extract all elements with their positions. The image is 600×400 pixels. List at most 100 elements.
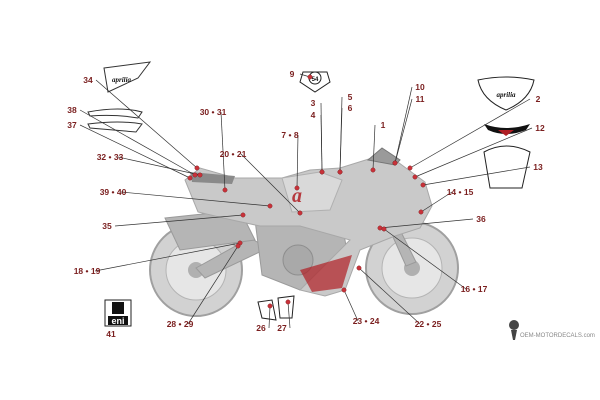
watermark-text: OEM-MOTORDECALS.com [520,333,595,339]
callout-label-c37: 37 [67,120,77,130]
callout-label-c13: 13 [533,162,543,172]
callout-label-c1: 1 [381,120,386,130]
callout-dot-c27 [285,299,291,305]
decal-38-stripe [87,108,143,119]
callout-dot-c13 [420,182,426,188]
callout-label-c2: 2 [536,94,541,104]
decal-26-plate [257,299,277,321]
callout-label-c39_40: 39 • 40 [100,187,127,197]
motorcycle-illustration: a [149,147,459,317]
callout-label-c3: 3 [311,98,316,108]
callout-dots [187,74,426,309]
callout-label-c36: 36 [476,214,486,224]
callout-label-c4: 4 [311,110,316,120]
leader-line-c4 [320,114,323,173]
callout-label-c14_15: 14 • 15 [447,187,474,197]
fairing-brand-mark: a [292,185,302,207]
callout-label-c30_31: 30 • 31 [200,107,227,117]
decal-9-number-badge: 54 [299,71,331,93]
callout-dot-c2 [407,165,413,171]
leader-line-c11 [394,98,413,164]
callout-label-c26: 26 [256,323,266,333]
callout-dot-c35 [240,212,246,218]
callout-dot-c28_29 [235,243,241,249]
callout-dot-c1 [370,167,376,173]
leader-lines [79,73,533,329]
callout-label-c34: 34 [83,75,93,85]
callout-dot-c26 [267,303,273,309]
leader-line-c22_25 [358,267,421,325]
callout-label-c18_19: 18 • 19 [74,266,101,276]
callout-dot-c11 [392,160,398,166]
decal-27-plate [277,295,295,319]
front-brand: aprilia [496,91,516,99]
watermark: OEM-MOTORDECALS.com [509,320,595,340]
decal-41-sponsor: eni [104,299,132,327]
leader-line-c2 [409,98,531,169]
leader-line-c36 [379,218,474,229]
callout-dot-c34 [194,165,200,171]
leader-line-c30_31 [220,111,226,191]
callout-label-c6: 6 [348,103,353,113]
callout-label-c35: 35 [102,221,112,231]
decal-13-nose-outline [483,145,531,189]
callout-dot-c4 [319,169,325,175]
decal-brand-small: aprilia [112,76,132,84]
leader-line-c28_29 [187,245,239,325]
callout-dot-c16_17 [381,226,387,232]
callout-label-c38: 38 [67,105,77,115]
callout-label-c32_33: 32 • 33 [97,152,124,162]
callout-dot-c6 [337,169,343,175]
callout-dot-c30_31 [222,187,228,193]
callout-label-c12: 12 [535,123,545,133]
callout-dot-c22_25 [356,265,362,271]
callout-dot-c39_40 [267,203,273,209]
callout-label-c41: 41 [106,329,116,339]
callout-label-c22_25: 22 • 25 [415,319,442,329]
callout-dot-c36 [377,225,383,231]
leader-line-c12 [414,127,533,178]
sponsor-eni: eni [111,316,124,326]
callout-label-c10: 10 [415,82,425,92]
leader-line-c39_40 [120,191,271,207]
callout-dot-c9 [307,74,313,80]
callout-label-c20_21: 20 • 21 [220,149,247,159]
leader-line-c13 [422,166,531,186]
decal-12-nose-stripe [484,124,530,134]
leader-line-c18_19 [94,242,241,272]
callout-label-c7_8: 7 • 8 [281,130,298,140]
callout-label-c27: 27 [277,323,287,333]
leader-line-c20_21 [240,153,301,214]
badge-number: 54 [312,77,319,83]
leader-line-c14_15 [420,191,453,213]
callout-dot-c37 [187,175,193,181]
callout-label-c11: 11 [416,94,425,104]
leader-line-c7_8 [296,134,299,189]
leader-line-c23_24 [343,289,359,322]
leader-line-c27 [287,301,291,329]
leader-line-c1 [372,124,376,171]
leader-line-c37 [79,124,191,179]
callout-dot-c38 [192,172,198,178]
callout-label-c23_24: 23 • 24 [353,316,380,326]
leader-line-c6 [339,107,343,173]
callout-label-c16_17: 16 • 17 [461,284,488,294]
callout-dot-c14_15 [418,209,424,215]
callout-label-c5: 5 [348,92,353,102]
leader-line-c16_17 [383,228,467,290]
callout-dot-c20_21 [297,210,303,216]
callout-label-c9: 9 [290,69,295,79]
callout-dot-c12 [412,174,418,180]
leader-line-c34 [95,79,198,169]
callout-dot-c23_24 [341,287,347,293]
leader-line-c10 [394,86,413,164]
callout-label-c28_29: 28 • 29 [167,319,194,329]
callout-dot-c32_33 [197,172,203,178]
leader-line-c26 [268,305,271,329]
callout-dot-c7_8 [294,185,300,191]
decal-34-tail-logo: aprilia [103,61,152,93]
decal-37-stripe [87,121,143,133]
leader-line-c38 [79,109,196,176]
